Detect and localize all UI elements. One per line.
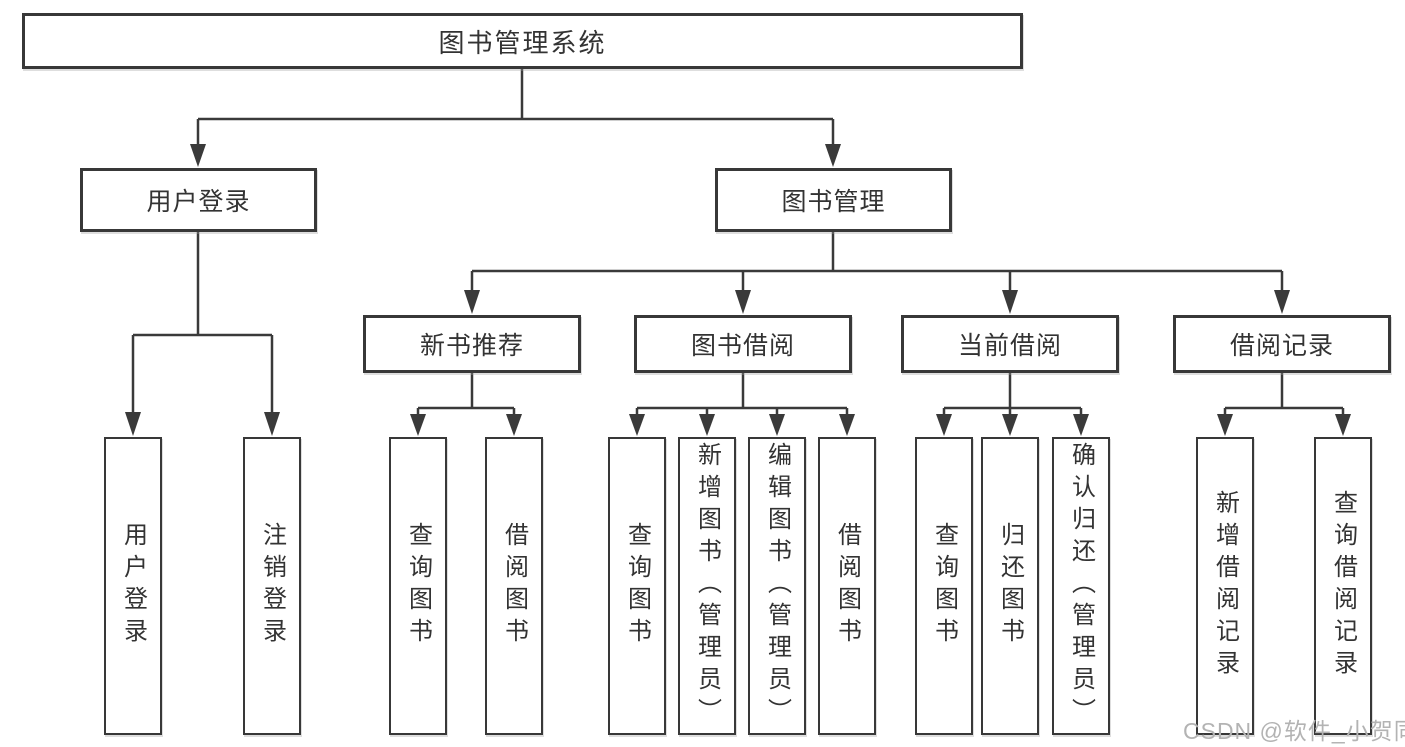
node-user-login: 用户登录 <box>80 168 317 232</box>
node-user-login-action: 用户登录 <box>104 437 162 735</box>
node-current-borrowing: 当前借阅 <box>901 315 1119 373</box>
node-borrow-books-borrowing: 借阅图书 <box>818 437 876 735</box>
node-library-system: 图书管理系统 <box>22 13 1023 69</box>
node-return-books: 归还图书 <box>981 437 1039 735</box>
node-book-borrowing: 图书借阅 <box>634 315 852 373</box>
node-new-book-recommendation: 新书推荐 <box>363 315 581 373</box>
node-query-borrow-record: 查询借阅记录 <box>1314 437 1372 735</box>
node-add-books-admin: 新增图书（管理员） <box>678 437 736 735</box>
node-edit-books-admin: 编辑图书（管理员） <box>748 437 806 735</box>
csdn-watermark: CSDN @软件_小贺同学 <box>1183 718 1405 744</box>
node-query-books-borrowing: 查询图书 <box>608 437 666 735</box>
node-query-books-recommend: 查询图书 <box>389 437 447 735</box>
node-book-management: 图书管理 <box>715 168 952 232</box>
node-confirm-return-admin: 确认归还（管理员） <box>1052 437 1110 735</box>
node-add-borrow-record: 新增借阅记录 <box>1196 437 1254 735</box>
node-logout-action: 注销登录 <box>243 437 301 735</box>
node-borrowing-records: 借阅记录 <box>1173 315 1391 373</box>
node-query-books-current: 查询图书 <box>915 437 973 735</box>
node-borrow-books-recommend: 借阅图书 <box>485 437 543 735</box>
